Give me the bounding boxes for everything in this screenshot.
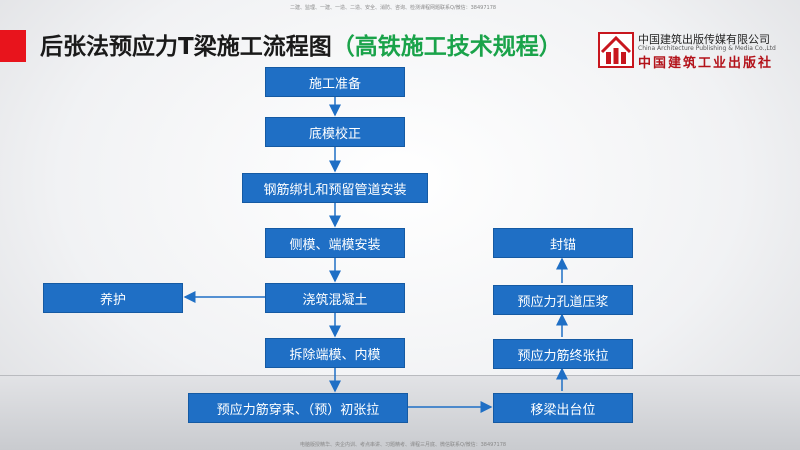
- title-accent-bar: [0, 30, 26, 62]
- page-title: 后张法预应力T梁施工流程图（高铁施工技术规程）: [40, 30, 562, 64]
- publisher-logo: 中国建筑出版传媒有限公司 China Architecture Publishi…: [598, 30, 796, 71]
- step-final-tension: 预应力筋终张拉: [493, 339, 633, 369]
- step-side-form: 侧模、端模安装: [265, 228, 405, 258]
- publisher-name-cn2: 中国建筑工业出版社: [638, 56, 774, 71]
- step-rebar: 钢筋绑扎和预留管道安装: [242, 173, 428, 203]
- publisher-name-cn: 中国建筑出版传媒有限公司: [638, 33, 770, 46]
- step-cure: 养护: [43, 283, 183, 313]
- step-grout: 预应力孔道压浆: [493, 285, 633, 315]
- step-remove-form: 拆除端模、内模: [265, 338, 405, 368]
- step-anchor-seal: 封锚: [493, 228, 633, 258]
- title-subtitle: （高铁施工技术规程）: [331, 34, 562, 60]
- publisher-emblem-icon: [598, 32, 634, 68]
- bottom-note: 电脑版授精华、央企内训、考点串讲、习题精考、课程三月底、微信联系Q/微信：384…: [300, 442, 507, 448]
- publisher-name-en: China Architecture Publishing & Media Co…: [638, 45, 776, 52]
- step-move-beam: 移梁出台位: [493, 393, 633, 423]
- title-main: 后张法预应力T梁施工流程图: [40, 34, 332, 60]
- top-note: 二建、监理、一建、一造、二造、安全、消防、咨询、检测课程网题联系Q/微信：384…: [290, 5, 497, 11]
- step-pour: 浇筑混凝土: [265, 283, 405, 313]
- step-bottom-form: 底模校正: [265, 117, 405, 147]
- floor-line: [0, 375, 800, 376]
- step-prepare: 施工准备: [265, 67, 405, 97]
- step-initial-tension: 预应力筋穿束、（预）初张拉: [188, 393, 408, 423]
